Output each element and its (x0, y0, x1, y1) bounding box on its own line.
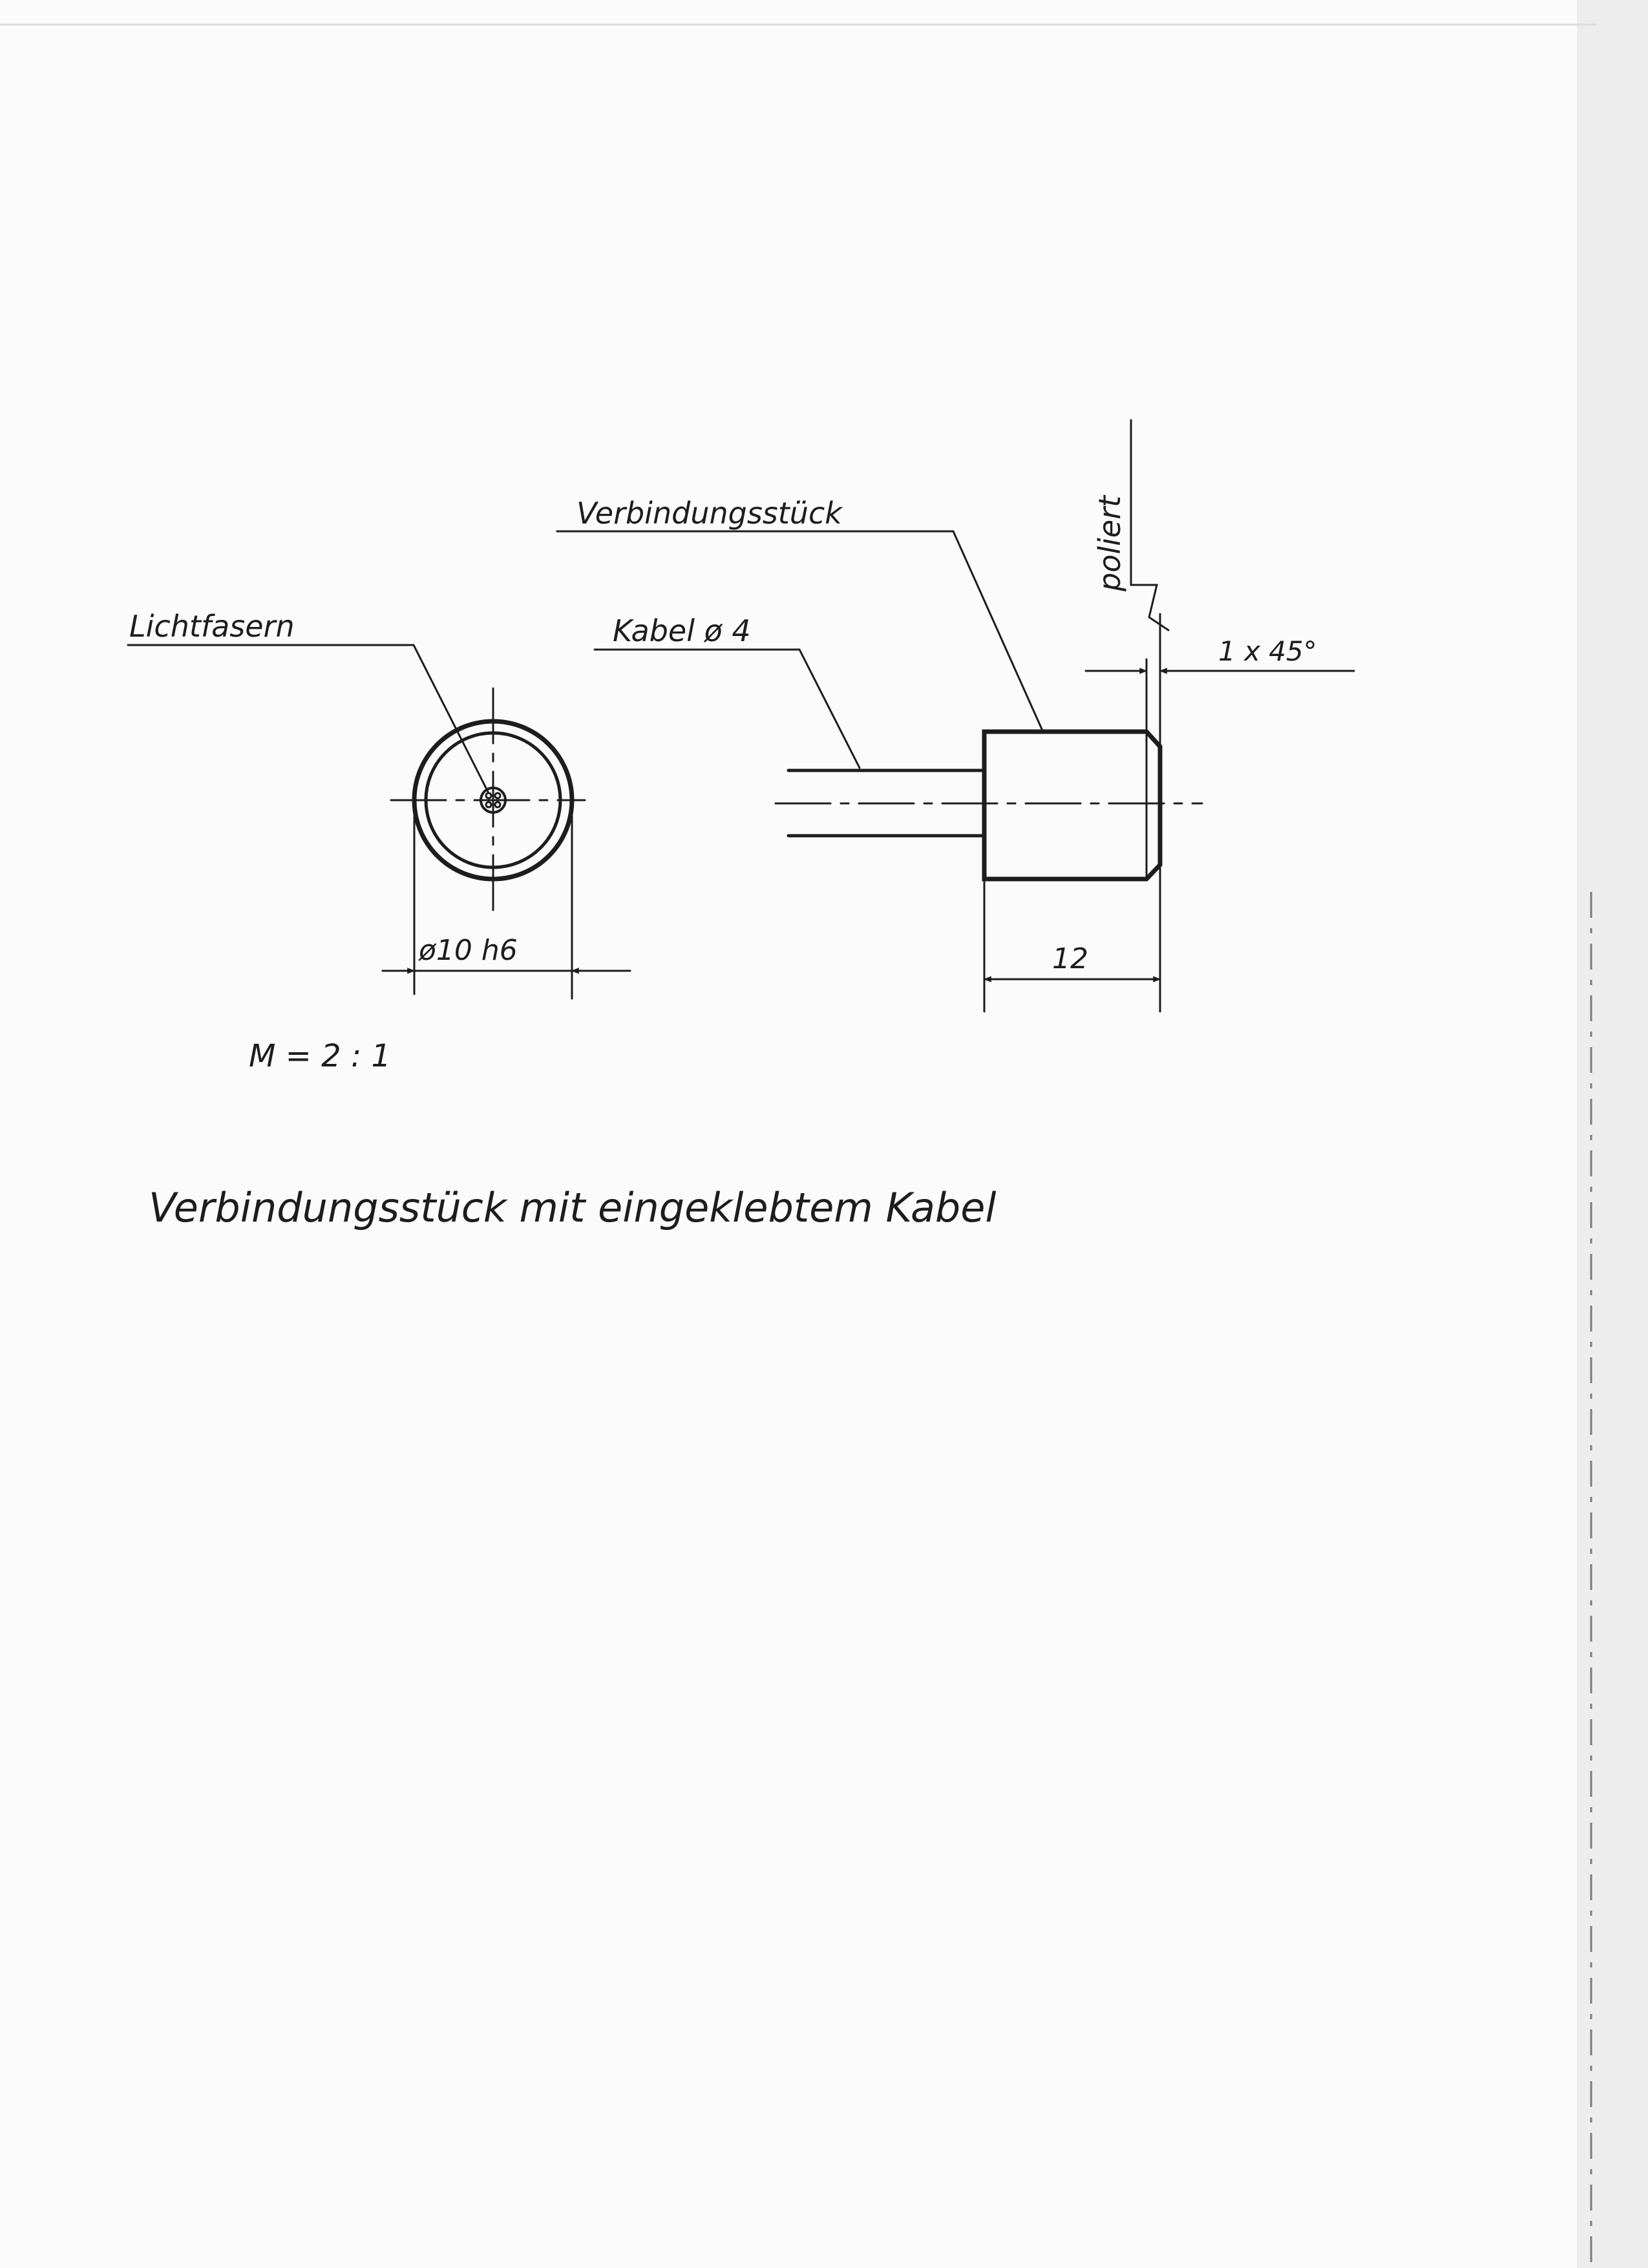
label-chamfer: 1 x 45° (1218, 635, 1317, 667)
drawing-caption: Verbindungsstück mit eingeklebtem Kabel (149, 1184, 997, 1231)
label-length: 12 (1052, 942, 1088, 975)
label-polished: poliert (1092, 494, 1127, 592)
leader-lines (127, 530, 1043, 793)
label-scale: M = 2 : 1 (249, 1038, 391, 1074)
connector-leader (556, 530, 1043, 730)
fiber-ends (485, 792, 502, 809)
surface-finish-symbol (1130, 584, 1170, 631)
fibers-leader (127, 644, 489, 793)
label-diameter: ø10 h6 (418, 934, 518, 967)
label-cable: Kabel ø 4 (613, 613, 751, 648)
front-view (381, 687, 631, 1000)
label-connector: Verbindungsstück (576, 496, 843, 531)
paper-right-margin (1577, 0, 1648, 2268)
side-view (774, 419, 1355, 1013)
cable-leader (593, 648, 861, 769)
label-fibers: Lichtfasern (129, 609, 295, 644)
